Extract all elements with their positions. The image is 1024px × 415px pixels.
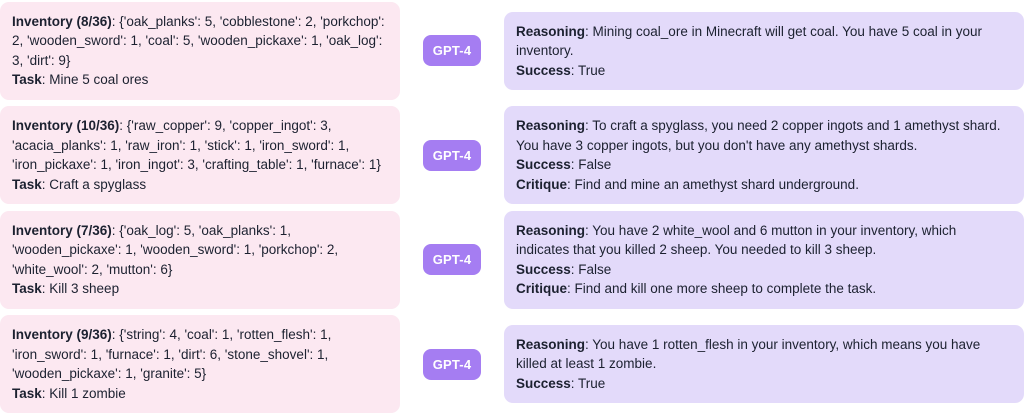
verification-card: Reasoning: You have 2 white_wool and 6 m… bbox=[504, 210, 1024, 309]
critique-label: Critique bbox=[516, 176, 568, 192]
inventory-label: Inventory (9/36) bbox=[12, 327, 112, 343]
reasoning-label: Reasoning bbox=[516, 336, 586, 352]
reasoning-value: : Mining coal_ore in Minecraft will get … bbox=[516, 23, 982, 59]
inventory-text: Inventory (9/36): {'string': 4, 'coal': … bbox=[12, 325, 388, 383]
success-text: Success: False bbox=[516, 260, 1012, 279]
reasoning-text: Reasoning: Mining coal_ore in Minecraft … bbox=[516, 22, 1012, 61]
reasoning-label: Reasoning bbox=[516, 118, 586, 134]
success-text: Success: True bbox=[516, 61, 1012, 80]
inventory-text: Inventory (8/36): {'oak_planks': 5, 'cob… bbox=[12, 12, 388, 70]
inventory-card: Inventory (7/36): {'oak_log': 5, 'oak_pl… bbox=[0, 210, 400, 309]
inventory-card: Inventory (8/36): {'oak_planks': 5, 'cob… bbox=[0, 2, 400, 100]
reasoning-text: Reasoning: You have 2 white_wool and 6 m… bbox=[516, 221, 1012, 260]
inventory-text: Inventory (7/36): {'oak_log': 5, 'oak_pl… bbox=[12, 221, 388, 279]
reasoning-value: : You have 2 white_wool and 6 mutton in … bbox=[516, 222, 957, 258]
success-label: Success bbox=[516, 62, 571, 78]
inventory-label: Inventory (7/36) bbox=[12, 222, 112, 238]
task-text: Task: Mine 5 coal ores bbox=[12, 70, 388, 89]
task-value: : Kill 1 zombie bbox=[41, 385, 126, 401]
task-label: Task bbox=[12, 176, 42, 192]
reasoning-text: Reasoning: To craft a spyglass, you need… bbox=[516, 116, 1012, 155]
gpt4-badge: GPT-4 bbox=[422, 244, 482, 276]
inventory-card: Inventory (9/36): {'string': 4, 'coal': … bbox=[0, 315, 400, 413]
reasoning-value: : To craft a spyglass, you need 2 copper… bbox=[516, 118, 1001, 153]
model-badge-column: GPT-4 bbox=[400, 35, 504, 67]
task-label: Task bbox=[12, 72, 42, 88]
example-row: Inventory (10/36): {'raw_copper': 9, 'co… bbox=[0, 106, 1024, 205]
inventory-card: Inventory (10/36): {'raw_copper': 9, 'co… bbox=[0, 106, 400, 205]
success-label: Success bbox=[516, 375, 571, 391]
success-value: : True bbox=[570, 62, 606, 78]
critique-text: Critique: Find and kill one more sheep t… bbox=[516, 279, 1012, 298]
critique-value: : Find and kill one more sheep to comple… bbox=[567, 281, 877, 297]
task-text: Task: Kill 3 sheep bbox=[12, 279, 388, 298]
gpt4-badge: GPT-4 bbox=[422, 348, 482, 380]
reasoning-label: Reasoning bbox=[516, 222, 586, 238]
task-value: : Craft a spyglass bbox=[41, 176, 147, 192]
gpt4-badge: GPT-4 bbox=[422, 35, 482, 67]
example-row: Inventory (8/36): {'oak_planks': 5, 'cob… bbox=[0, 2, 1024, 100]
success-text: Success: True bbox=[516, 374, 1012, 393]
reasoning-label: Reasoning bbox=[516, 23, 586, 39]
inventory-label: Inventory (10/36) bbox=[12, 118, 120, 134]
task-value: : Kill 3 sheep bbox=[41, 281, 120, 297]
critique-value: : Find and mine an amethyst shard underg… bbox=[567, 176, 859, 192]
inventory-value: : {'string': 4, 'coal': 1, 'rotten_flesh… bbox=[12, 327, 332, 382]
example-row: Inventory (9/36): {'string': 4, 'coal': … bbox=[0, 315, 1024, 413]
task-label: Task bbox=[12, 385, 42, 401]
model-badge-column: GPT-4 bbox=[400, 348, 504, 380]
success-text: Success: False bbox=[516, 155, 1012, 174]
success-label: Success bbox=[516, 261, 571, 277]
inventory-value: : {'oak_log': 5, 'oak_planks': 1, 'woode… bbox=[12, 222, 339, 277]
success-value: : False bbox=[570, 157, 612, 173]
gpt4-badge: GPT-4 bbox=[422, 139, 482, 171]
inventory-text: Inventory (10/36): {'raw_copper': 9, 'co… bbox=[12, 116, 388, 174]
success-value: : False bbox=[570, 261, 612, 277]
model-badge-column: GPT-4 bbox=[400, 244, 504, 276]
reasoning-value: : You have 1 rotten_flesh in your invent… bbox=[516, 336, 981, 372]
verification-card: Reasoning: Mining coal_ore in Minecraft … bbox=[504, 11, 1024, 91]
verification-card: Reasoning: You have 1 rotten_flesh in yo… bbox=[504, 324, 1024, 404]
example-row: Inventory (7/36): {'oak_log': 5, 'oak_pl… bbox=[0, 210, 1024, 309]
reasoning-text: Reasoning: You have 1 rotten_flesh in yo… bbox=[516, 335, 1012, 374]
inventory-label: Inventory (8/36) bbox=[12, 14, 112, 29]
success-label: Success bbox=[516, 157, 571, 173]
verification-card: Reasoning: To craft a spyglass, you need… bbox=[504, 106, 1024, 205]
model-badge-column: GPT-4 bbox=[400, 139, 504, 171]
task-value: : Mine 5 coal ores bbox=[41, 72, 149, 88]
task-text: Task: Craft a spyglass bbox=[12, 175, 388, 194]
critique-label: Critique bbox=[516, 281, 568, 297]
inventory-value: : {'raw_copper': 9, 'copper_ingot': 3, '… bbox=[12, 118, 381, 173]
critique-text: Critique: Find and mine an amethyst shar… bbox=[516, 175, 1012, 194]
task-text: Task: Kill 1 zombie bbox=[12, 384, 388, 403]
success-value: : True bbox=[570, 375, 606, 391]
task-label: Task bbox=[12, 281, 42, 297]
inventory-value: : {'oak_planks': 5, 'cobblestone': 2, 'p… bbox=[12, 14, 385, 68]
